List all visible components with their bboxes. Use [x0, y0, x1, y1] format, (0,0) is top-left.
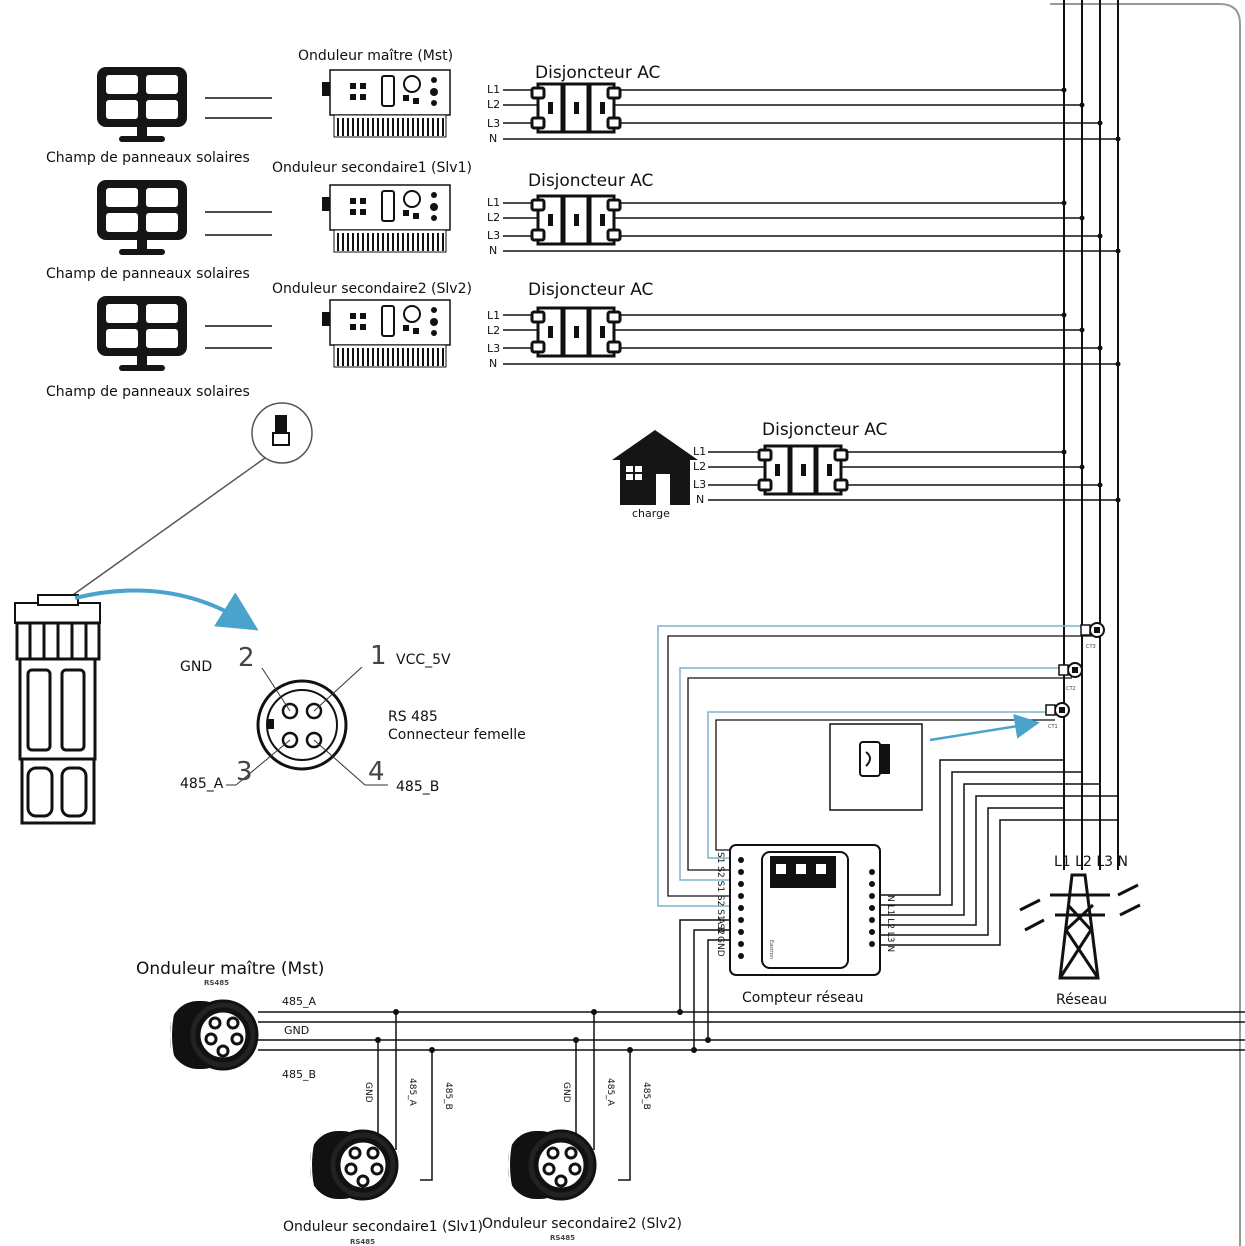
ct3-label: CT3 [1086, 644, 1096, 650]
pin-2-num: 2 [238, 643, 255, 673]
svg-text:N: N [489, 244, 497, 257]
connector-type-1: RS 485 [388, 709, 438, 725]
ct1-label: CT1 [1048, 724, 1058, 730]
grid-label: Réseau [1056, 992, 1107, 1008]
main-bus [1063, 0, 1119, 870]
rs485-plug-side-view [14, 594, 101, 825]
pin-b-label: 485_B [396, 779, 439, 795]
solar-label-2: Champ de panneaux solaires [46, 266, 250, 282]
pylon-icon [1019, 873, 1141, 980]
svg-text:L3: L3 [693, 478, 706, 491]
pin-3-num: 3 [236, 757, 253, 787]
phase-l2: L2 [487, 98, 500, 111]
ct-clamp-illustration [859, 741, 890, 777]
pin-a-label: 485_A [180, 776, 224, 792]
svg-text:L2: L2 [487, 211, 500, 224]
rs485-master-tag: RS485 [204, 979, 229, 987]
phase-n: N [489, 132, 497, 145]
slave1-485a-label: 485_A [407, 1078, 417, 1107]
ct-arrow [929, 714, 1040, 742]
solar-label-1: Champ de panneaux solaires [46, 150, 250, 166]
ct2-label: CT2 [1066, 686, 1076, 692]
solar-label-3: Champ de panneaux solaires [46, 384, 250, 400]
connector-detail: 2 1 3 4 GND VCC_5V 485_A 485_B RS 485 Co… [14, 402, 526, 825]
ct3-clamp [1080, 622, 1105, 638]
inverter-slave2-icon [321, 299, 451, 368]
phase-l1: L1 [487, 83, 500, 96]
svg-text:L3: L3 [487, 342, 500, 355]
rs485-slave2-tag: RS485 [550, 1234, 575, 1242]
frame [1050, 3, 1241, 1246]
slave1-gnd-label: GND [363, 1082, 373, 1103]
connector-arrow [74, 588, 259, 631]
svg-text:L1: L1 [487, 309, 500, 322]
inverter-master-label: Onduleur maître (Mst) [298, 48, 453, 64]
breaker-label-2: Disjoncteur AC [528, 171, 653, 191]
row-slave2: Champ de panneaux solaires Onduleur seco… [46, 280, 1118, 400]
bus-junctions [1061, 87, 1121, 503]
inverter-slave2-label: Onduleur secondaire2 (Slv2) [272, 281, 472, 297]
meter-phase-wires [880, 759, 1118, 946]
master-plug [170, 1001, 257, 1069]
slave2-gnd-label: GND [561, 1082, 571, 1103]
breaker-label-1: Disjoncteur AC [535, 63, 660, 83]
house-icon [612, 430, 698, 505]
pin-4-num: 4 [368, 757, 385, 787]
row-master: Champ de panneaux solaires Onduleur maît… [46, 48, 1118, 166]
rs485-slave1-title: Onduleur secondaire1 (Slv1) [283, 1219, 483, 1235]
pin-1-num: 1 [370, 641, 387, 671]
ct2-clamp [1058, 662, 1083, 678]
bus-gnd-label: GND [284, 1024, 309, 1037]
meter-ct-terminals: S1 S2 S1 S2 S1 S2 [715, 852, 725, 935]
slave2-485a-label: 485_A [605, 1078, 615, 1107]
slave1-485b-label: 485_B [443, 1082, 453, 1110]
svg-text:L1: L1 [693, 445, 706, 458]
svg-text:L2: L2 [487, 324, 500, 337]
breaker-label-3: Disjoncteur AC [528, 280, 653, 300]
inverter-slave1-label: Onduleur secondaire1 (Slv1) [272, 160, 472, 176]
slave2-plug [508, 1131, 595, 1199]
inverter-master-icon [321, 69, 451, 138]
meter-485-terminals: A B GND [715, 918, 725, 957]
breaker-label-load: Disjoncteur AC [762, 420, 887, 440]
ct-section: CT3 CT2 CT1 [657, 622, 1105, 907]
svg-text:L2: L2 [693, 460, 706, 473]
grid-phases-label: L1 L2 L3 N [1054, 854, 1128, 870]
phase-l3: L3 [487, 117, 500, 130]
svg-text:N: N [696, 493, 704, 506]
meter-phase-terminals: N L1 L2 L3 N [885, 895, 895, 952]
ct1-clamp [1045, 702, 1070, 718]
pin-face: 2 1 3 4 GND VCC_5V 485_A 485_B RS 485 Co… [180, 641, 526, 795]
row-slave1: Champ de panneaux solaires Onduleur seco… [46, 160, 1118, 282]
grid-meter: S1 S2 S1 S2 S1 S2 A B GND N L1 L2 L3 N E… [715, 844, 895, 1006]
meter-label: Compteur réseau [742, 990, 863, 1006]
rs485-master-title: Onduleur maître (Mst) [136, 959, 324, 979]
rs485-slave1-tag: RS485 [350, 1238, 375, 1246]
slave1-plug [310, 1131, 397, 1199]
meter-brand: Eastron [768, 940, 774, 959]
svg-text:N: N [489, 357, 497, 370]
rs485-slave2-title: Onduleur secondaire2 (Slv2) [482, 1216, 682, 1232]
grid-section: L1 L2 L3 N Réseau [1019, 854, 1141, 1008]
svg-text:L1: L1 [487, 196, 500, 209]
pin-gnd-label: GND [180, 659, 212, 675]
rs485-bus: Onduleur maître (Mst) RS485 485_A GND 48… [136, 919, 1245, 1246]
pin-vcc-label: VCC_5V [396, 652, 451, 668]
bus-485a-label: 485_A [282, 995, 316, 1008]
slave2-485b-label: 485_B [641, 1082, 651, 1110]
connector-type-2: Connecteur femelle [388, 727, 526, 743]
row-load: charge Disjoncteur AC L1 L2 L3 N [612, 420, 1118, 520]
svg-text:L3: L3 [487, 229, 500, 242]
load-label: charge [632, 507, 670, 520]
bus-485b-label: 485_B [282, 1068, 316, 1081]
inverter-slave1-icon [321, 184, 451, 253]
